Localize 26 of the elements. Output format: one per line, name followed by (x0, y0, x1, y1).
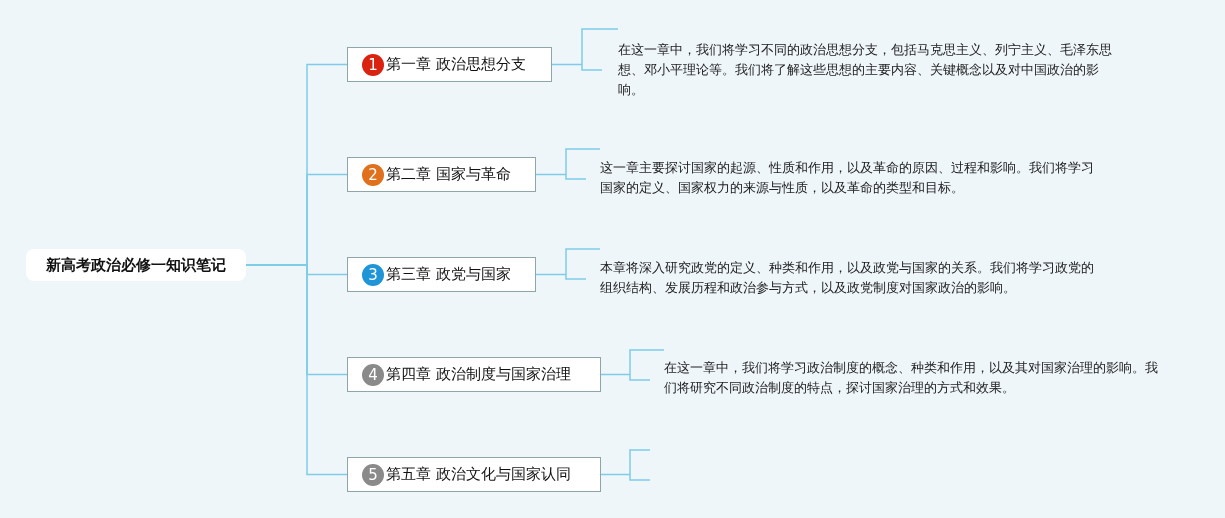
description-text: 本章将深入研究政党的定义、种类和作用，以及政党与国家的关系。我们将学习政党的组织结构、发展历程和政治参与方式，以及政党制度对国家政治的影响。 (600, 259, 1095, 297)
chapter-topic-box (347, 257, 536, 292)
root-topic: 新高考政治必修一知识笔记 (26, 249, 246, 281)
chapter-title: 第四章 政治制度与国家治理 (386, 365, 571, 384)
chapter-topic-box (347, 457, 601, 492)
bracket-connector (600, 449, 651, 481)
chapter-title: 第一章 政治思想分支 (386, 55, 526, 74)
number-badge: 5 (362, 463, 384, 486)
chapter-topic-box (347, 47, 552, 82)
number-badge: 3 (362, 263, 384, 286)
number-badge: 1 (362, 53, 384, 76)
connector-line (245, 264, 348, 476)
chapter-title: 第二章 国家与革命 (386, 165, 511, 184)
description-text: 在这一章中，我们将学习政治制度的概念、种类和作用，以及其对国家治理的影响。我们将研究不同政治制度的特点，探讨国家治理的方式和效果。 (664, 359, 1159, 397)
bracket-connector (551, 28, 619, 71)
chapter-title: 第三章 政党与国家 (386, 265, 511, 284)
chapter-topic-box (347, 157, 536, 192)
bracket-connector (535, 148, 601, 180)
bracket-connector (535, 248, 601, 280)
description-text: 在这一章中，我们将学习不同的政治思想分支，包括马克思主义、列宁主义、毛泽东思想、邓小平理论等。我们将了解这些思想的主要内容、关键概念以及对中国政治的影响。 (618, 41, 1113, 99)
number-badge: 4 (362, 363, 384, 386)
number-badge: 2 (362, 163, 384, 186)
bracket-connector (600, 349, 665, 381)
chapter-topic-box (347, 357, 601, 392)
description-text: 这一章主要探讨国家的起源、性质和作用，以及革命的原因、过程和影响。我们将学习国家的定义、国家权力的来源与性质，以及革命的类型和目标。 (600, 159, 1095, 197)
chapter-title: 第五章 政治文化与国家认同 (386, 465, 571, 484)
